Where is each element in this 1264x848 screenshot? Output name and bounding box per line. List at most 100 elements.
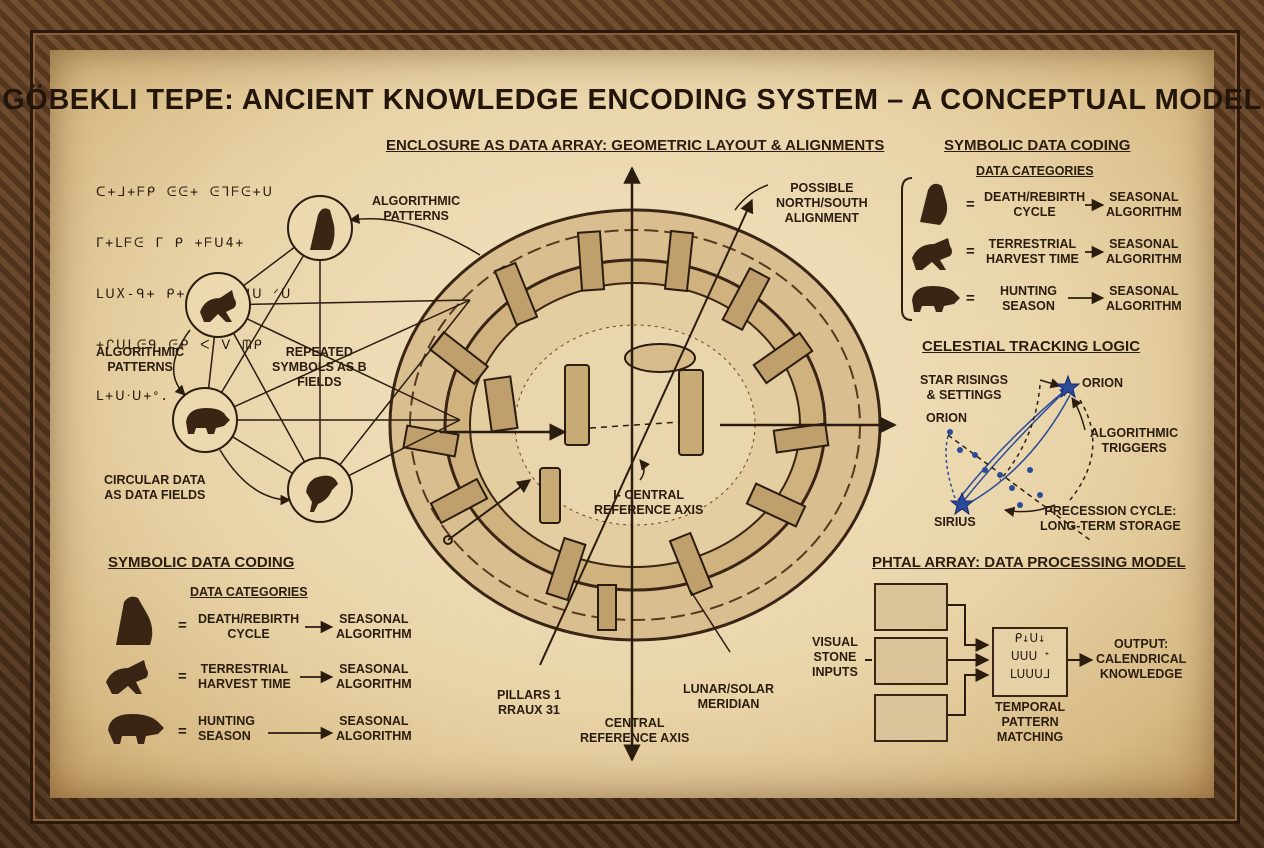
processor-box: ᑭ↓ᑌ↓ ᑌᑌᑌ ᐩ ᒪᑌᑌᑌᒧ [992,627,1068,697]
pillar [668,531,714,597]
pillar [493,261,539,327]
pillar [576,230,606,292]
central-pillar-left [564,364,590,446]
equals-sign: = [966,243,975,260]
symbol-network [172,213,481,506]
boar-icon [108,714,164,744]
ns-pointer [734,184,769,211]
boar-icon [912,286,960,312]
equals-sign: = [966,290,975,307]
ring-pillars [402,229,830,631]
fox-icon [200,290,236,322]
bird-creature-icon [306,475,338,512]
pillar [663,229,695,293]
processing-arrows [865,604,1094,716]
glyph-line: ᒪ+ᑌᐧᑌ+ᐤ. [96,389,171,404]
label-star-risings: STAR RISINGS& SETTINGS [920,373,1008,402]
celestial-heading: CELESTIAL TRACKING LOGIC [922,338,1141,355]
network-nodes [172,195,353,523]
label-sirius: SIRIUS [934,515,976,529]
field-dot [443,535,453,545]
star-icons [949,374,1081,516]
symbolic-left-heading: SYMBOLIC DATA CODING [108,554,295,571]
label-orion-top: ORION [1082,376,1123,390]
axes [440,166,897,762]
orion-star-icon [1055,374,1081,399]
label-orion-left: ORION [926,411,967,425]
equals-sign: = [178,668,187,685]
stone-input-thumbnail [874,694,948,742]
pillar [483,375,519,433]
glyph-line: +ᒋᑌᒪᕮᑫ ᕮᑭ ᐸ ᐯ ᗰᑭ [96,338,264,353]
pillar [745,482,807,528]
pillar [772,422,830,454]
vulture-icon [116,596,153,645]
symbolic-right-subheading: DATA CATEGORIES [976,164,1094,178]
bracket [901,177,913,321]
symbolic-arrows [268,198,1105,740]
stone-input-thumbnail [874,583,948,631]
constellation-dots [947,429,1043,508]
lunar-pointer [689,589,731,653]
symbolic-left-subheading: DATA CATEGORIES [190,585,308,599]
glyph-line: ᒥ+ᒪᖴᕮ ᒥ ᑭ +ᖴᑌ4+ [96,236,246,251]
enclosure-heading: ENCLOSURE AS DATA ARRAY: GEOMETRIC LAYOU… [386,137,885,154]
page-title: GÖBEKLI TEPE: ANCIENT KNOWLEDGE ENCODING… [2,84,1262,116]
processing-heading: PHTAL ARRAY: DATA PROCESSING MODEL [872,554,1186,571]
vulture-icon [920,183,948,225]
pillar [752,331,814,385]
equals-sign: = [178,723,187,740]
stone-input-thumbnail [874,637,948,685]
fox-icon [106,660,148,694]
equals-sign: = [966,196,975,213]
vulture-icon [310,208,335,250]
pillar [597,584,617,631]
sirius-star-icon [949,491,975,516]
center-pointer [639,459,651,481]
pillar [721,266,771,332]
equals-sign: = [178,617,187,634]
network-icons [186,208,338,512]
fox-icon [912,238,952,270]
central-pillar-right [678,369,704,456]
pillar [429,477,489,525]
dashed-reference [589,421,681,429]
glyph-line: ᑕ+ᒧ+ᖴᑭ ᕮᕮ+ ᕮᒣᖴᕮ+ᑌ [96,185,275,200]
diagonal-alignment [539,198,754,666]
label-precession: PRECESSION CYCLE:LONG-TERM STORAGE [1040,504,1181,533]
pillar [402,424,460,458]
frame-border [30,30,1240,824]
pillar [545,536,587,602]
field-arrow [447,479,532,541]
celestial-diagram [945,378,1094,541]
small-pillar [539,467,561,524]
boar-icon [186,408,230,434]
symbolic-right-heading: SYMBOLIC DATA CODING [944,137,1131,154]
